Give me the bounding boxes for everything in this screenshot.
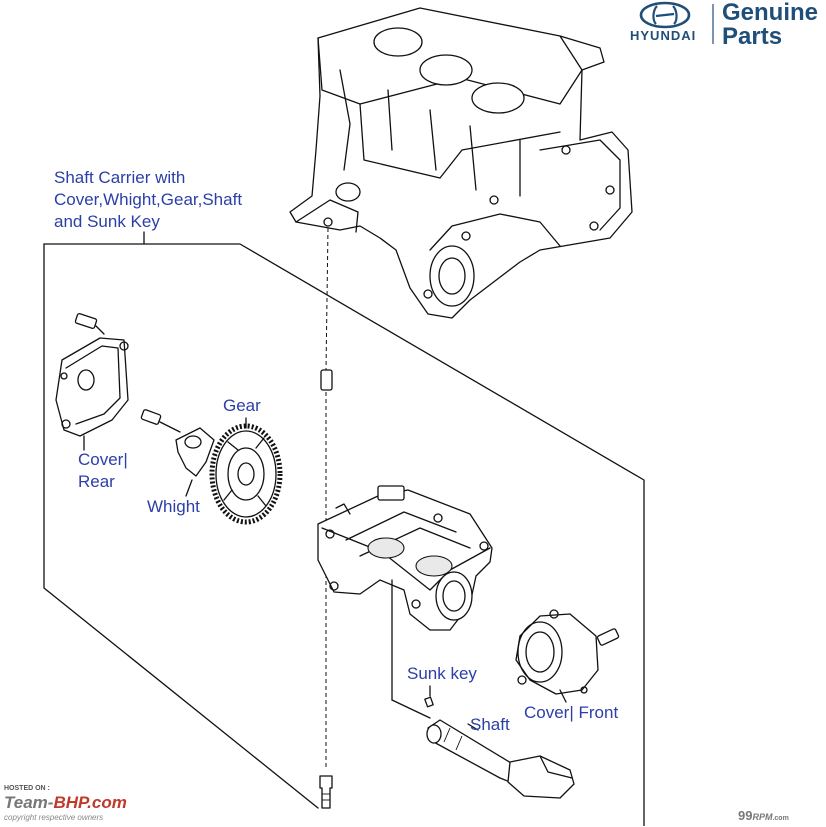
- brand-make: HYUNDAI: [630, 28, 697, 43]
- hyundai-logo-icon: [639, 1, 714, 44]
- label-cover-rear-2: Rear: [78, 472, 115, 491]
- cover-front-part: [515, 609, 620, 703]
- brand-parts: Parts: [722, 23, 783, 50]
- label-gear: Gear: [223, 396, 261, 415]
- watermark-site-b: BHP: [53, 793, 88, 812]
- cover-rear-part: [55, 313, 129, 451]
- label-cover-rear-1: Cover|: [78, 450, 128, 469]
- watermark-rpm-a: 99: [738, 808, 753, 823]
- label-carrier-line-3: and Sunk Key: [54, 212, 160, 231]
- shaft-part: [426, 719, 575, 799]
- watermark-site: Team-BHP.com: [4, 794, 127, 812]
- brand-genuine: Genuine: [722, 0, 819, 26]
- watermark-rpm: 99RPM.com: [738, 808, 789, 827]
- watermark-rpm-c: .com: [772, 815, 789, 822]
- gear-part: [209, 417, 283, 525]
- watermark-rpm-b: RPM: [752, 812, 773, 822]
- label-sunk-key: Sunk key: [407, 664, 477, 683]
- watermark-site-a: Team-: [4, 793, 54, 812]
- watermark-site-c: .com: [87, 793, 127, 812]
- sunk-key-part: [424, 685, 434, 708]
- watermark-copyright: copyright respective owners: [4, 813, 104, 822]
- label-whight: Whight: [147, 497, 200, 516]
- whight-part: [140, 409, 215, 497]
- label-carrier-line-1: Shaft Carrier with: [54, 168, 186, 187]
- assembly-outline: [43, 231, 645, 826]
- label-carrier-line-2: Cover,Whight,Gear,Shaft: [54, 190, 243, 209]
- shaft-carrier-part: [317, 485, 493, 719]
- bolt-axis: [319, 227, 333, 809]
- label-cover-front: Cover| Front: [524, 703, 619, 722]
- engine-block: [289, 7, 633, 319]
- watermark-hosted: HOSTED ON :: [4, 785, 50, 792]
- label-shaft: Shaft: [470, 715, 510, 734]
